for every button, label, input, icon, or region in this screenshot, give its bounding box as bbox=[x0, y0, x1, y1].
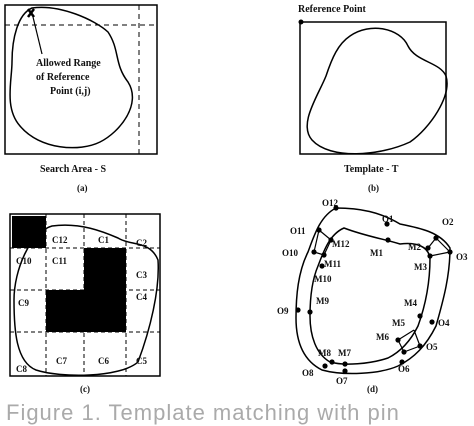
search-blob-outline bbox=[9, 6, 134, 149]
outer-label-o11: O11 bbox=[290, 226, 306, 236]
outer-point-o10 bbox=[311, 249, 317, 255]
inner-point-m1 bbox=[385, 237, 391, 243]
inner-contour bbox=[309, 227, 431, 365]
outer-point-o6 bbox=[399, 359, 405, 365]
template-blob-outline bbox=[306, 27, 448, 155]
outer-label-o12: O12 bbox=[322, 198, 339, 208]
panel-b-caption: (b) bbox=[368, 183, 379, 193]
cell-label-c5: C5 bbox=[136, 356, 147, 366]
outer-point-o9 bbox=[295, 307, 301, 313]
figure-caption: Figure 1. Template matching with pin bbox=[6, 400, 400, 425]
outer-label-o10: O10 bbox=[282, 248, 299, 258]
outer-label-o4: O4 bbox=[438, 318, 450, 328]
outer-label-o2: O2 bbox=[442, 217, 454, 227]
cell-label-c8: C8 bbox=[16, 364, 27, 374]
allowed-range-pointer bbox=[32, 16, 43, 55]
outer-label-o3: O3 bbox=[456, 252, 468, 262]
outer-point-o1 bbox=[384, 221, 390, 227]
reference-point-label: Reference Point bbox=[298, 4, 367, 15]
outer-label-o8: O8 bbox=[302, 368, 314, 378]
allowed-range-label-2: of Reference bbox=[36, 72, 90, 83]
template-box bbox=[299, 21, 447, 155]
inner-point-m5 bbox=[395, 337, 401, 343]
outer-point-o3 bbox=[447, 249, 453, 255]
inner-label-m8: M8 bbox=[318, 348, 331, 358]
allowed-range-label-3: Point (i,j) bbox=[50, 86, 91, 97]
inner-point-m11 bbox=[321, 252, 327, 258]
filled-cell-bottom-middle bbox=[46, 290, 84, 332]
panel-c-caption: (c) bbox=[80, 384, 90, 394]
outer-point-o2 bbox=[433, 235, 439, 241]
cell-label-c2: C2 bbox=[136, 238, 147, 248]
connector-o11-o10 bbox=[313, 229, 320, 253]
cell-label-c1: C1 bbox=[98, 235, 109, 245]
reference-point-dot bbox=[298, 19, 304, 25]
connector-o2-o3 bbox=[435, 237, 451, 253]
outer-point-o7 bbox=[342, 368, 348, 374]
cell-label-c7: C7 bbox=[56, 356, 67, 366]
connector-o3-m3 bbox=[429, 251, 451, 257]
grid-outer-box bbox=[9, 213, 161, 377]
inner-point-m12 bbox=[328, 237, 334, 243]
inner-label-m9: M9 bbox=[316, 296, 329, 306]
outer-point-o8 bbox=[322, 363, 328, 369]
inner-label-m1: M1 bbox=[370, 248, 383, 258]
connector-m5-o4 bbox=[397, 329, 415, 341]
inner-label-m5: M5 bbox=[392, 318, 405, 328]
allowed-range-marker bbox=[27, 8, 35, 18]
inner-label-m7: M7 bbox=[338, 348, 351, 358]
outer-label-o7: O7 bbox=[336, 376, 348, 386]
allowed-range-label-1: Allowed Range bbox=[36, 58, 101, 69]
inner-label-m6: M6 bbox=[376, 332, 389, 342]
inner-point-m6 bbox=[401, 349, 407, 355]
inner-label-m12: M12 bbox=[332, 239, 350, 249]
panel-b: Reference Point Template - T (b) bbox=[298, 4, 448, 193]
connector-m6-o5 bbox=[403, 345, 421, 353]
outer-label-o5: O5 bbox=[426, 342, 438, 352]
inner-point-m9 bbox=[307, 309, 313, 315]
connector-o4-o5 bbox=[413, 329, 421, 347]
template-label: Template - T bbox=[344, 164, 399, 175]
outer-point-o11 bbox=[316, 227, 322, 233]
cell-label-c9: C9 bbox=[18, 298, 29, 308]
outer-point-o12 bbox=[333, 205, 339, 211]
outer-point-o5 bbox=[417, 343, 423, 349]
outer-label-o6: O6 bbox=[398, 364, 410, 374]
inner-point-m4 bbox=[417, 313, 423, 319]
inner-label-m11: M11 bbox=[324, 259, 341, 269]
search-area-box bbox=[4, 4, 158, 155]
grid-blob-outline bbox=[13, 224, 160, 376]
outer-label-o9: O9 bbox=[277, 306, 289, 316]
search-area-label: Search Area - S bbox=[40, 164, 106, 175]
inner-label-m2: M2 bbox=[408, 242, 421, 252]
cell-label-c3: C3 bbox=[136, 270, 147, 280]
inner-point-m8 bbox=[329, 359, 335, 365]
connector-o11-m12 bbox=[318, 229, 332, 241]
cell-label-c12: C12 bbox=[52, 235, 68, 245]
panel-a-caption: (a) bbox=[77, 183, 88, 193]
inner-label-m3: M3 bbox=[414, 262, 427, 272]
cell-label-c10: C10 bbox=[16, 256, 32, 266]
outer-point-o4 bbox=[429, 319, 435, 325]
connector-m12-m11 bbox=[323, 239, 332, 256]
cell-label-c11: C11 bbox=[52, 256, 68, 266]
panel-c: C12 C1 C2 C10 C11 C3 C4 C9 C8 C7 C6 C5 (… bbox=[9, 213, 161, 394]
inner-label-m4: M4 bbox=[404, 298, 417, 308]
outer-label-o1: O1 bbox=[382, 214, 394, 224]
cell-label-c6: C6 bbox=[98, 356, 109, 366]
inner-point-m2 bbox=[425, 245, 431, 251]
inner-label-m10: M10 bbox=[314, 274, 332, 284]
outer-contour bbox=[295, 207, 451, 375]
inner-point-m10 bbox=[319, 263, 325, 269]
inner-point-m3 bbox=[427, 253, 433, 259]
panel-d: O1 O2 O3 O4 O5 O6 O7 O8 O9 O10 O11 O12 M… bbox=[277, 198, 468, 394]
cell-label-c4: C4 bbox=[136, 292, 147, 302]
inner-point-m7 bbox=[342, 361, 348, 367]
panel-a: Allowed Range of Reference Point (i,j) S… bbox=[4, 4, 158, 193]
panel-d-caption: (d) bbox=[367, 384, 378, 394]
